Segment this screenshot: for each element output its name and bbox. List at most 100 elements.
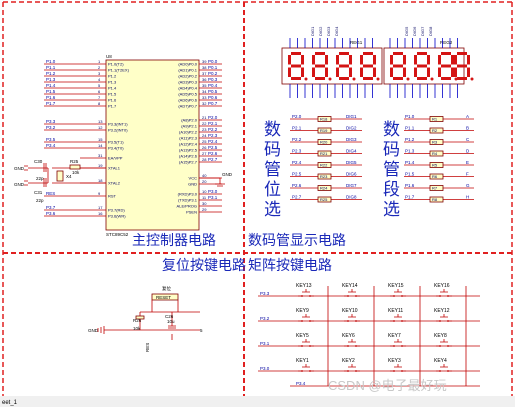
matrix-key: KEY10 <box>342 308 360 322</box>
mcu-right-net: P2.4 <box>208 139 218 144</box>
led-dot <box>454 77 458 81</box>
key-contact <box>393 370 395 372</box>
reset-gnd-label: GND <box>88 328 99 333</box>
pos-select-resistor <box>317 127 332 134</box>
mcu-right-pin-label: (AD6)P0.6 <box>178 98 197 103</box>
led-segment <box>349 55 352 65</box>
mcu-right-pin-number: 22 <box>202 121 207 126</box>
seg-select-resistor <box>429 150 444 157</box>
mcu-left-pin-number: 7 <box>98 95 101 100</box>
key-switch-symbol <box>344 364 360 372</box>
pos-caption-0: 数 <box>264 120 281 139</box>
mcu-right-net: P3.1 <box>208 195 218 200</box>
pos-select-digit: DIG6 <box>346 172 357 177</box>
mcu-right-pin-label: (RXD)P3.0 <box>178 192 198 197</box>
led-segment <box>291 64 301 68</box>
mcu-left-pin-number: 13 <box>98 119 103 124</box>
mcu-right-pin-label: (AD3)P0.3 <box>178 80 197 85</box>
led-segment <box>360 55 363 65</box>
key-switch-symbol <box>436 364 452 372</box>
key-label: KEY16 <box>434 283 450 289</box>
led-segment <box>390 55 393 65</box>
pos-select-digit: DIG4 <box>346 149 357 154</box>
mcu-left-net: P1.1 <box>46 65 56 70</box>
led-segment <box>427 67 430 77</box>
mcu-left-pin-number: 3 <box>98 71 101 76</box>
key-label: KEY10 <box>342 308 358 314</box>
mcu-left-net: P1.5 <box>46 89 56 94</box>
pos-select-resistor <box>317 116 332 122</box>
digit-char: 8 <box>368 85 369 86</box>
mcu-right-pin-number: 32 <box>202 101 207 106</box>
sheet-tab[interactable]: eet_1 <box>2 400 18 406</box>
reset-vcc-label: 5 <box>200 328 203 333</box>
mcu-right-pin-label: (AD1)P0.1 <box>178 68 197 73</box>
seg-select-segment: B <box>466 126 469 131</box>
led-segment <box>288 55 291 65</box>
key-contact <box>439 345 441 347</box>
pos-select-net: P2.2 <box>292 137 302 142</box>
mcu-left-net: P1.4 <box>46 83 56 88</box>
key-label: KEY4 <box>434 358 447 364</box>
key-switch-symbol <box>436 314 452 322</box>
r25-value: 10k <box>72 170 80 175</box>
led-segment <box>457 64 467 68</box>
seg-select-net: P1.4 <box>405 160 415 165</box>
mcu-right-pin-number: 24 <box>202 133 207 138</box>
key-contact <box>301 295 303 297</box>
mcu-right-pin-number: 40 <box>202 173 207 178</box>
mcu-left-pin-number: 15 <box>98 137 103 142</box>
matrix-row-net: P3.1 <box>260 341 270 346</box>
key-contact <box>401 320 403 322</box>
pos-select-resistor-label: R19 <box>320 128 328 133</box>
mcu-left-net: P1.0 <box>46 59 56 64</box>
mcu-left-pin-label: P1.1(T2EX) <box>108 68 130 73</box>
pos-select-net: P2.0 <box>292 114 302 119</box>
led-segment <box>417 52 427 55</box>
digit-char: 8 <box>344 85 345 86</box>
key-contact <box>393 320 395 322</box>
reg2-top-pin-label: DIG6 <box>412 26 417 36</box>
display-section: REG1 REG2 88888888 DIG1DIG2DIG3DIG4DIG5D… <box>264 26 474 219</box>
reg1-top-pin-label: DIG2 <box>318 26 323 36</box>
matrix-key: KEY4 <box>434 358 452 372</box>
reg1-label: REG1 <box>350 40 363 45</box>
digit-char: 8 <box>446 85 447 86</box>
mcu-right-pin-number: 33 <box>202 95 207 100</box>
mcu-left-pin-number: 5 <box>98 83 101 88</box>
key-switch-symbol <box>298 364 314 372</box>
seg-caption-4: 选 <box>383 200 400 219</box>
led-segment <box>373 55 376 65</box>
key-contact <box>401 370 403 372</box>
key-contact <box>439 370 441 372</box>
key-contact <box>447 370 449 372</box>
seg-select-net: P1.2 <box>405 137 415 142</box>
mcu-right-net: P0.5 <box>208 89 218 94</box>
seg-select-segment: A <box>466 114 469 119</box>
pos-select-resistor-label: R18 <box>320 117 328 122</box>
mcu-right-pin-label: (AD5)P0.5 <box>178 92 197 97</box>
mcu-left-net: P3.5 <box>46 137 56 142</box>
mcu-left-pin-label: P1.3 <box>108 80 117 85</box>
seven-segment-digit: 8 <box>390 52 410 81</box>
mcu-right-pin-label: (A14)P2.6 <box>179 154 198 159</box>
mcu-right-pin-label: (A10)P2.2 <box>179 130 198 135</box>
reset-switch-label: RESET <box>156 295 171 300</box>
seg-select-resistor <box>429 139 444 145</box>
mcu-right-pin-number: 29 <box>202 207 207 212</box>
mcu-right-net: P0.0 <box>208 59 218 64</box>
pos-select-resistor-label: R24 <box>320 186 328 191</box>
mcu-left-pin-number: 19 <box>98 163 103 168</box>
matrix-key: KEY15 <box>388 283 406 297</box>
led-segment <box>301 67 304 77</box>
key-label: KEY9 <box>296 308 309 314</box>
mcu-left-pin-number: 18 <box>98 178 103 183</box>
mcu-left-pin-label: P1.4 <box>108 86 117 91</box>
seg-select-resistor <box>429 127 444 134</box>
mcu-left-pin-label: P3.2(INT0) <box>108 128 128 133</box>
mcu-right-pin-number: 11 <box>202 195 207 200</box>
led-segment <box>427 55 430 65</box>
mcu-right-net: P0.6 <box>208 95 218 100</box>
pos-caption-1: 码 <box>264 140 281 159</box>
